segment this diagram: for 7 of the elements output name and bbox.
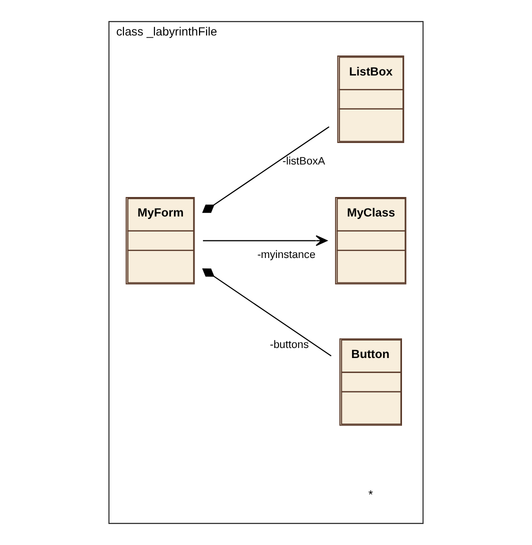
connector: [202, 126, 330, 213]
edge-label: -listBoxA: [282, 155, 326, 168]
label: *: [368, 487, 374, 502]
edge-label: -buttons: [270, 339, 309, 352]
connector: [202, 268, 332, 356]
edge-label: -myinstance: [257, 249, 316, 262]
arrow: [202, 235, 328, 246]
